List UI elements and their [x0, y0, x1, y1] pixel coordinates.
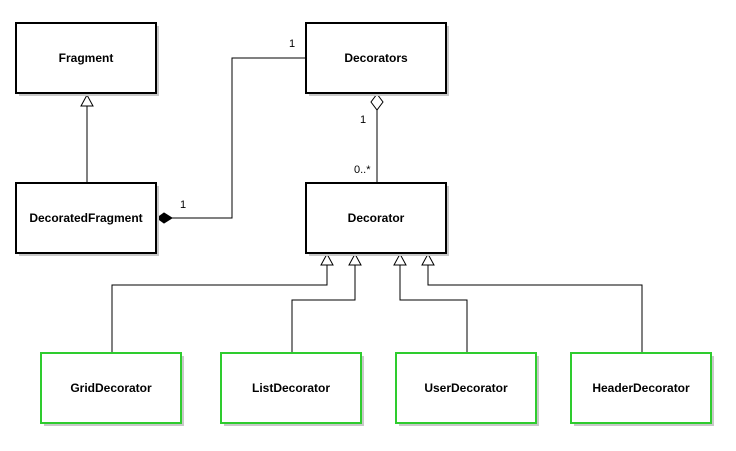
class-decorators[interactable]: Decorators	[305, 22, 449, 96]
multiplicity-aggregation-source: 1	[360, 114, 366, 126]
class-name: HeaderDecorator	[592, 381, 690, 395]
class-decoratedfragment[interactable]: DecoratedFragment	[15, 182, 159, 256]
aggregation-diamond	[370, 93, 384, 111]
multiplicity-aggregation-target: 0..*	[354, 164, 371, 176]
generalization-arrowhead	[80, 93, 94, 107]
class-name: DecoratedFragment	[29, 211, 142, 225]
generalization-arrowhead	[320, 252, 334, 266]
class-decorator[interactable]: Decorator	[305, 182, 449, 256]
generalization-arrowhead	[421, 252, 435, 266]
generalization-decoratedfragment-fragment	[80, 93, 94, 183]
generalization-arrowhead	[348, 252, 362, 266]
multiplicity-decorators-end: 1	[289, 38, 295, 50]
class-griddecorator[interactable]: GridDecorator	[40, 352, 184, 426]
generalization-griddecorator-decorator	[111, 252, 334, 352]
class-name: Decorators	[344, 51, 408, 65]
class-listdecorator[interactable]: ListDecorator	[220, 352, 364, 426]
generalization-arrowhead	[393, 252, 407, 266]
generalization-headerdecorator-decorator	[421, 252, 643, 352]
class-name: ListDecorator	[252, 381, 330, 395]
aggregation-decorators-decorator	[370, 93, 384, 183]
generalization-userdecorator-decorator	[393, 252, 468, 352]
class-userdecorator[interactable]: UserDecorator	[395, 352, 539, 426]
class-name: Fragment	[59, 51, 114, 65]
class-name: UserDecorator	[424, 381, 508, 395]
class-name: GridDecorator	[70, 381, 152, 395]
generalization-listdecorator-decorator	[291, 252, 362, 352]
multiplicity-decoratedfragment-end: 1	[180, 199, 186, 211]
class-headerdecorator[interactable]: HeaderDecorator	[570, 352, 714, 426]
class-name: Decorator	[348, 211, 405, 225]
composition-diamond	[156, 212, 173, 224]
class-fragment[interactable]: Fragment	[15, 22, 159, 96]
composition-decoratedfragment-decorators	[156, 57, 306, 224]
